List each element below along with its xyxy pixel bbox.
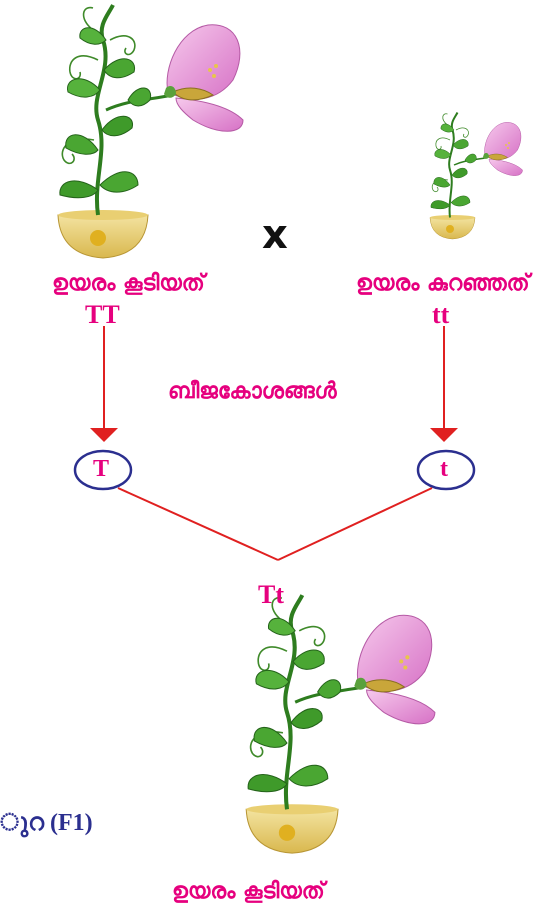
cross-symbol: x [262, 212, 288, 258]
pea-plant-short-icon [429, 111, 524, 240]
fusion-line-left [117, 487, 279, 561]
pea-plant-offspring-icon [246, 595, 435, 853]
generation-label: ുറ (F1) [0, 810, 93, 836]
gamete-left-label: T [93, 456, 110, 482]
short-parent-genotype: tt [432, 300, 450, 329]
gamete-circle-left [73, 449, 133, 491]
gamete-right-label: t [440, 456, 448, 482]
gametes-title: ബീജകോശങ്ങൾ [168, 378, 337, 404]
gamete-circle-right [416, 449, 476, 491]
fusion-line-right [277, 487, 433, 561]
short-parent-label: ഉയരം കുറഞ്ഞത് [356, 270, 530, 296]
offspring-genotype: Tt [258, 580, 284, 609]
offspring-label: ഉയരം കൂടിയത് [172, 878, 325, 904]
arrow-head-right [430, 428, 458, 442]
tall-parent-label: ഉയരം കൂടിയത് [52, 270, 205, 296]
tall-parent-genotype: TT [85, 300, 120, 329]
arrow-head-left [90, 428, 118, 442]
pea-plant-tall-icon [56, 3, 245, 260]
